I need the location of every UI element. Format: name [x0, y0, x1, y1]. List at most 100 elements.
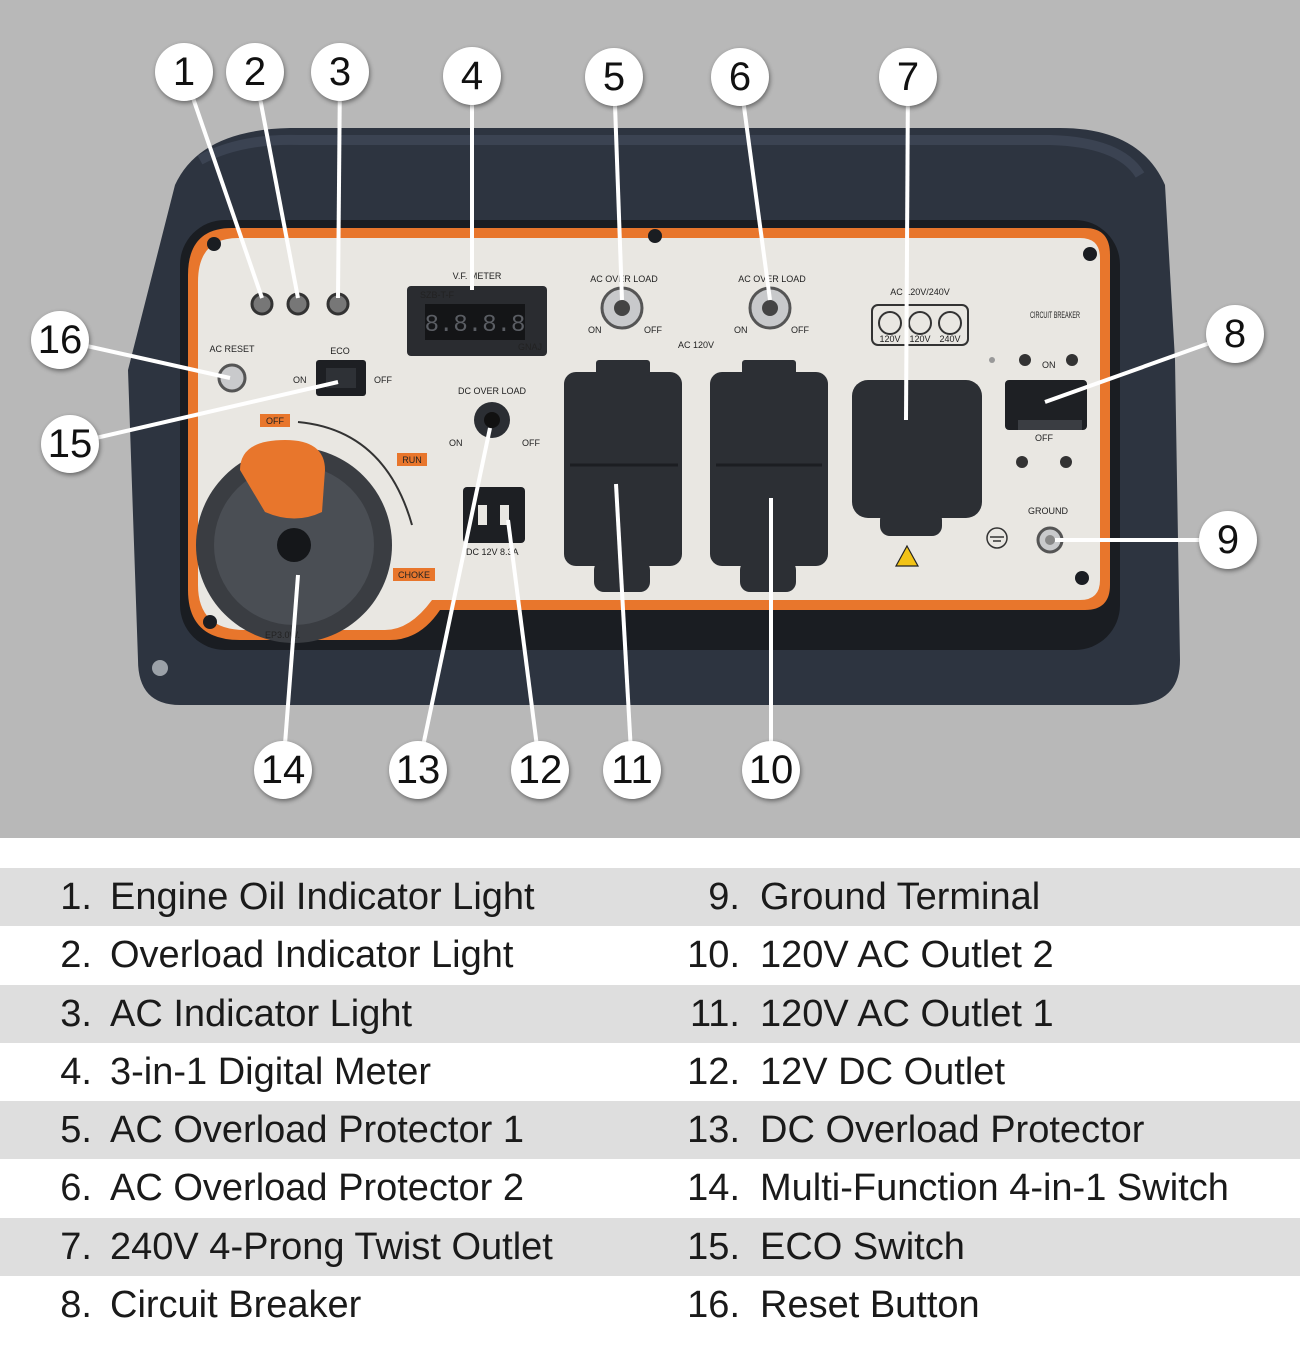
generator-panel-illustration: 8.8.8.8 SZB-T-F GNAJ V.F. METER AC OVER …	[59, 71, 1236, 771]
dc-overload-on: ON	[449, 438, 463, 448]
switch-off-label: OFF	[266, 416, 284, 426]
legend-row: 8. Circuit Breaker 16. Reset Button	[0, 1276, 1300, 1334]
dc-outlet-label: DC 12V 8.3A	[466, 547, 519, 557]
meter-brand: GNAJ	[518, 342, 542, 352]
callout-15: 15	[41, 415, 99, 473]
twist-120v-a: 120V	[879, 334, 900, 344]
eco-label: ECO	[330, 346, 350, 356]
legend-item: Ground Terminal	[760, 876, 1041, 918]
vf-meter-label: V.F. METER	[453, 271, 502, 281]
callout-3: 3	[311, 43, 369, 101]
legend-number: 12.	[687, 1050, 740, 1093]
dc-overload-off: OFF	[522, 438, 540, 448]
legend-item: 3-in-1 Digital Meter	[110, 1050, 431, 1093]
meter-code: SZB-T-F	[420, 290, 454, 300]
generator-panel-photo: 8.8.8.8 SZB-T-F GNAJ V.F. METER AC OVER …	[0, 0, 1300, 838]
callout-5: 5	[585, 48, 643, 106]
legend-number: 9.	[708, 876, 740, 918]
legend-item: AC Indicator Light	[110, 992, 413, 1035]
callout-9: 9	[1199, 511, 1257, 569]
ac-120v-label: AC 120V	[678, 340, 714, 350]
switch-run-badge	[397, 453, 427, 466]
legend-item: Overload Indicator Light	[110, 934, 514, 977]
dc-overload-label: DC OVER LOAD	[458, 386, 527, 396]
switch-orange-lever	[240, 440, 325, 519]
breaker-on-label: ON	[1042, 360, 1056, 370]
housing-top-rim	[197, 134, 1145, 178]
legend-row: 6. AC Overload Protector 2 14. Multi-Fun…	[0, 1159, 1300, 1217]
twist-120v-b: 120V	[909, 334, 930, 344]
twist-outlet-diagram	[871, 304, 969, 346]
legend-number: 14.	[687, 1167, 740, 1210]
model-fragment: EP3.0W.	[265, 630, 300, 640]
legend-item: AC Overload Protector 2	[110, 1167, 524, 1210]
legend-number: 13.	[687, 1109, 740, 1152]
switch-arc	[297, 421, 413, 526]
legend-number: 16.	[687, 1284, 740, 1327]
ac-overload-2-on: ON	[734, 325, 748, 335]
ac-outlet-2-cover	[710, 372, 828, 566]
callout-6: 6	[711, 48, 769, 106]
ac-120-240v-label: AC 120V/240V	[890, 287, 950, 297]
legend-number: 4.	[60, 1050, 92, 1093]
switch-run-label: RUN	[402, 455, 422, 465]
screw	[648, 229, 662, 243]
ac-overload-1-on: ON	[588, 325, 602, 335]
breaker-off-label: OFF	[1035, 433, 1053, 443]
eco-off-label: OFF	[374, 375, 392, 385]
callout-8: 8	[1206, 305, 1264, 363]
legend-item: DC Overload Protector	[760, 1109, 1145, 1152]
meter-digits: 8.8.8.8	[425, 312, 526, 339]
screw	[203, 615, 217, 629]
circuit-breaker-label: CIRCUIT BREAKER	[1030, 310, 1080, 320]
callout-2: 2	[226, 43, 284, 101]
reset-button	[217, 363, 247, 393]
legend-item: Reset Button	[760, 1284, 980, 1327]
legend-number: 10.	[687, 934, 740, 977]
ac-overload-1-label: AC OVER LOAD	[590, 274, 658, 284]
screw	[1083, 247, 1097, 261]
callout-16: 16	[31, 311, 89, 369]
legend-row: 4. 3-in-1 Digital Meter 12. 12V DC Outle…	[0, 1043, 1300, 1101]
legend-item: 240V 4-Prong Twist Outlet	[110, 1225, 553, 1268]
legend-item: AC Overload Protector 1	[110, 1109, 524, 1152]
ac-outlet-1-cover	[564, 372, 682, 566]
legend-item: Multi-Function 4-in-1 Switch	[760, 1167, 1229, 1210]
switch-choke-label: CHOKE	[398, 570, 430, 580]
callout-1: 1	[155, 43, 213, 101]
eco-on-label: ON	[293, 375, 307, 385]
callout-14: 14	[254, 741, 312, 799]
legend-number: 6.	[60, 1167, 92, 1210]
ac-overload-1-off: OFF	[644, 325, 662, 335]
screw	[1075, 571, 1089, 585]
legend-item: Engine Oil Indicator Light	[110, 876, 535, 918]
leader-lines	[59, 71, 1236, 771]
screw	[207, 237, 221, 251]
legend-number: 11.	[689, 992, 740, 1035]
callout-13: 13	[389, 741, 447, 799]
twist-240v: 240V	[939, 334, 960, 344]
legend-row: 1. Engine Oil Indicator Light 9. Ground …	[0, 868, 1300, 927]
legend-number: 15.	[687, 1225, 740, 1268]
legend-row: 2. Overload Indicator Light 10. 120V AC …	[0, 926, 1300, 984]
callout-4: 4	[443, 47, 501, 105]
parts-legend: 1. Engine Oil Indicator Light 9. Ground …	[0, 868, 1300, 1334]
ac-overload-2-off: OFF	[791, 325, 809, 335]
legend-item: 12V DC Outlet	[760, 1050, 1005, 1093]
twist-outlet-cover	[852, 380, 982, 518]
callout-10: 10	[742, 741, 800, 799]
housing-bolt	[152, 660, 168, 676]
legend-item: 120V AC Outlet 2	[760, 934, 1054, 977]
meter-screen	[425, 304, 525, 340]
ground-symbol-icon	[986, 527, 1008, 549]
switch-off-badge	[260, 414, 290, 427]
ground-label: GROUND	[1028, 506, 1068, 516]
legend-number: 1.	[60, 876, 92, 918]
switch-choke-badge	[393, 568, 435, 581]
legend-number: 3.	[60, 992, 92, 1035]
warning-icon	[894, 544, 920, 567]
legend-row: 5. AC Overload Protector 1 13. DC Overlo…	[0, 1101, 1300, 1160]
legend-number: 8.	[60, 1284, 92, 1327]
legend-item: ECO Switch	[760, 1225, 965, 1268]
legend-item: 120V AC Outlet 1	[760, 992, 1054, 1035]
